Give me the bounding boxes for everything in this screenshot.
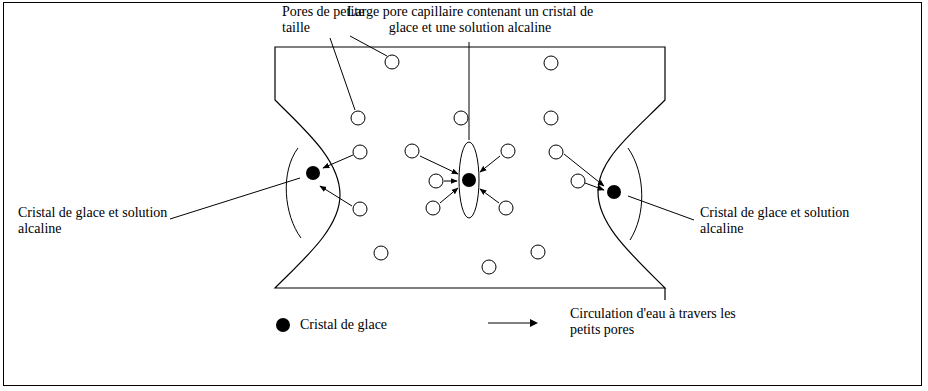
concrete-specimen [275, 47, 665, 288]
small-pores [351, 55, 585, 274]
ice-crystals [306, 166, 621, 199]
ice-crystal-sample [270, 314, 294, 342]
flow-arrow-sample [484, 306, 544, 334]
crack-boundary [628, 148, 642, 240]
pore-label: Large pore capillaire contenant un crist… [340, 4, 600, 36]
specimen-edge [664, 288, 665, 300]
capillary-pore [459, 142, 479, 218]
legend-label: Circulation d'eau à travers les petits p… [570, 306, 760, 338]
crack-boundary [286, 148, 301, 238]
callout-label: Cristal de glace et solution alcaline [18, 205, 168, 237]
callout-label: Cristal de glace et solution alcaline [700, 205, 850, 237]
frame [4, 3, 922, 386]
leader-lines [170, 36, 694, 220]
water-flow-arrows [320, 154, 604, 206]
legend-label: Cristal de glace [300, 317, 450, 333]
